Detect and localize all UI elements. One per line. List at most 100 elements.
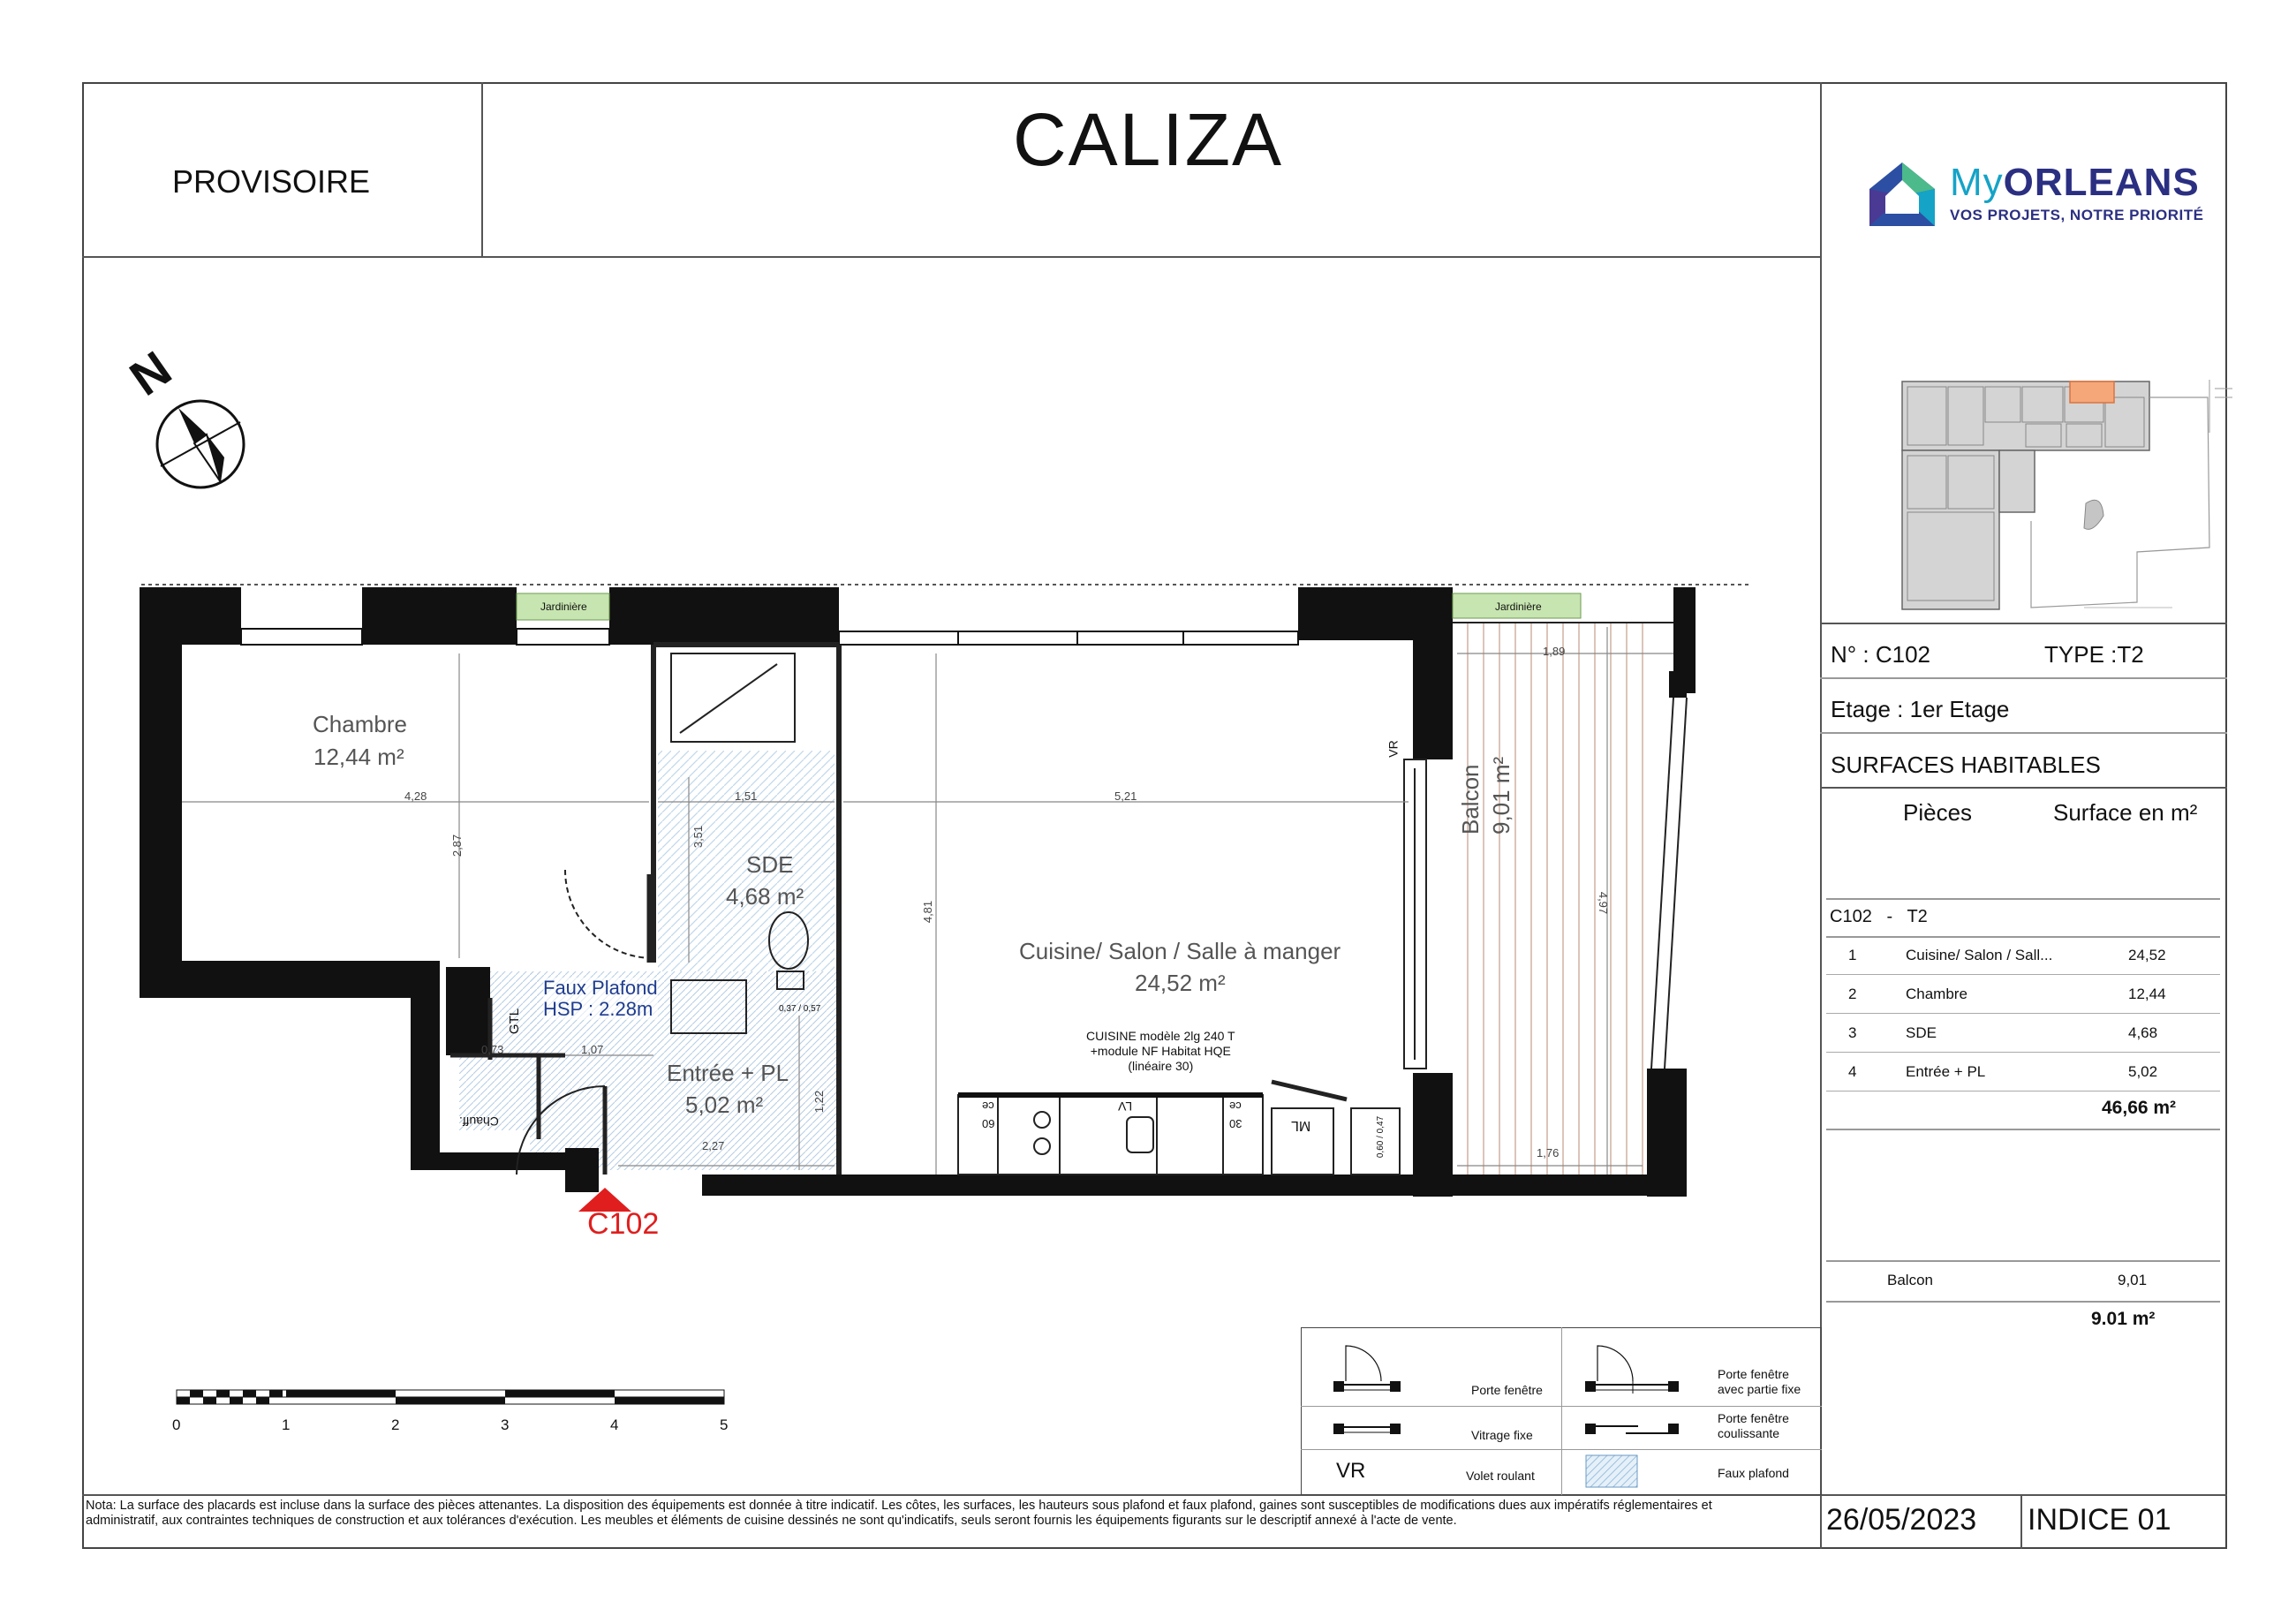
table-row: 1 Cuisine/ Salon / Sall... 24,52 [1826, 936, 2220, 975]
legend-vitrage-fixe: Vitrage fixe [1471, 1428, 1533, 1442]
wm-dims-label: 0,60 / 0,47 [1376, 1115, 1386, 1159]
room-area-balcon: 9,01 m² [1488, 756, 1514, 835]
room-name-entree: Entrée + PL [667, 1060, 789, 1086]
info-line-1 [1820, 623, 2227, 624]
row-name: SDE [1906, 1024, 1937, 1041]
room-name-chambre: Chambre [313, 711, 407, 737]
sliding-door-icon [1585, 1424, 1679, 1434]
scale-tick: 4 [610, 1416, 619, 1433]
brand-name-orleans: ORLEANS [2003, 161, 2200, 204]
scale-tick: 1 [282, 1416, 291, 1433]
surface-table: 1 Cuisine/ Salon / Sall... 24,52 2 Chamb… [1826, 936, 2220, 1091]
balcony-value: 9,01 [2118, 1272, 2148, 1288]
row-num: 1 [1848, 947, 1857, 963]
faux-plafond-line2: HSP : 2.28m [543, 998, 653, 1020]
balcony-line-top [1826, 1260, 2220, 1262]
dim-chambre-w: 4,28 [404, 789, 427, 803]
dim-chambre-h: 2,87 [450, 834, 464, 857]
row-name: Entrée + PL [1906, 1063, 1986, 1080]
legend-porte-fenetre: Porte fenêtre [1471, 1383, 1543, 1397]
fixed-glazing-icon [1333, 1424, 1401, 1434]
dim-sejour-w: 5,21 [1114, 789, 1137, 803]
footer-note: Nota: La surface des placards est inclus… [86, 1499, 1712, 1528]
kitchen-note-line3: (linéaire 30) [1128, 1059, 1194, 1073]
key-plan-highlight [2069, 381, 2115, 404]
legend-porte-fenetre-coulissante: Porte fenêtre coulissante [1718, 1411, 1789, 1440]
lot-number: N° : C102 [1831, 641, 1931, 668]
room-name-balcon: Balcon [1457, 764, 1484, 835]
brand-name-my: My [1950, 161, 2004, 204]
north-arrow-icon [155, 399, 245, 489]
dim-entree-w: 2,27 [702, 1139, 725, 1152]
col-surface-header: Surface en m² [2053, 799, 2198, 826]
dim-balcon-top: 1,89 [1543, 645, 1566, 658]
room-area-sde: 4,68 m² [726, 883, 804, 910]
legend-hdiv-1 [1301, 1406, 1822, 1407]
footer-top-line [82, 1494, 2227, 1496]
ce-label: ce [982, 1099, 994, 1113]
table-line-group [1826, 936, 2220, 938]
small-dims-label: 0,37 / 0,57 [779, 1004, 821, 1014]
balcony-total: 9.01 m² [2091, 1309, 2156, 1329]
room-name-sde: SDE [746, 851, 794, 878]
scale-tick: 5 [720, 1416, 729, 1433]
dim-entree-a: 0,73 [481, 1043, 504, 1056]
dim-balcon-bottom: 1,76 [1537, 1146, 1560, 1159]
lv-label: LV [1118, 1099, 1133, 1114]
balcony-line-bottom [1826, 1301, 2220, 1303]
legend-vr-symbol: VR [1336, 1459, 1366, 1483]
surfaces-title: SURFACES HABITABLES [1831, 752, 2101, 778]
table-row: 4 Entrée + PL 5,02 [1826, 1053, 2220, 1091]
dim-balcon-h: 4,97 [1597, 891, 1611, 915]
room-area-chambre: 12,44 m² [313, 744, 404, 770]
row-value: 4,68 [2128, 1024, 2158, 1041]
footer-index: INDICE 01 [2028, 1503, 2171, 1537]
info-line-4 [1820, 787, 2227, 789]
row-value: 12,44 [2128, 986, 2166, 1002]
row-num: 4 [1848, 1063, 1857, 1080]
room-name-sejour: Cuisine/ Salon / Salle à manger [1019, 938, 1341, 964]
project-title: CALIZA [1012, 98, 1284, 181]
jardiniere-label: Jardinière [1495, 601, 1542, 613]
scale-bar [176, 1389, 725, 1405]
key-plan [1901, 380, 2232, 610]
faux-plafond-swatch-icon [1585, 1454, 1638, 1488]
floor-plan [140, 584, 1748, 1212]
sheet-frame [82, 82, 2227, 1549]
dim-entree-b: 1,07 [581, 1043, 604, 1056]
table-line-top [1826, 898, 2220, 900]
info-line-3 [1820, 732, 2227, 734]
table-row: 3 SDE 4,68 [1826, 1014, 2220, 1053]
legend-vdiv [1561, 1327, 1562, 1495]
header-bottom-line [82, 256, 1821, 258]
room-area-sejour: 24,52 m² [1135, 970, 1226, 996]
floor-label: Etage : 1er Etage [1831, 696, 2010, 722]
scale-tick: 0 [172, 1416, 181, 1433]
ml-label: ML [1291, 1118, 1311, 1133]
faux-plafond-line1: Faux Plafond [543, 977, 658, 999]
footer-date: 26/05/2023 [1826, 1503, 1977, 1537]
thirty-label: 30 [1229, 1117, 1242, 1130]
legend-hdiv-2 [1301, 1449, 1822, 1450]
entry-arrow-icon [578, 1188, 631, 1212]
row-name: Cuisine/ Salon / Sall... [1906, 947, 2053, 963]
row-value: 5,02 [2128, 1063, 2158, 1080]
row-num: 2 [1848, 986, 1857, 1002]
scale-tick: 3 [501, 1416, 510, 1433]
brand-tagline: VOS PROJETS, NOTRE PRIORITÉ [1950, 207, 2204, 223]
brand-logo: MyORLEANS VOS PROJETS, NOTRE PRIORITÉ [1868, 161, 2203, 231]
kitchen-note-line1: CUISINE modèle 2lg 240 T [1086, 1029, 1235, 1043]
kitchen-note-line2: +module NF Habitat HQE [1090, 1044, 1231, 1058]
sixty-label: 60 [982, 1117, 995, 1130]
dim-sde-w: 1,51 [735, 789, 758, 803]
table-row: 2 Chambre 12,44 [1826, 975, 2220, 1014]
chauff-label: Chauff. [459, 1114, 499, 1129]
door-window-fixed-icon [1585, 1345, 1679, 1394]
legend-porte-fenetre-fixe: Porte fenêtre avec partie fixe [1718, 1367, 1801, 1396]
kitchen-note: CUISINE modèle 2lg 240 T +module NF Habi… [1086, 1029, 1235, 1074]
row-name: Chambre [1906, 986, 1967, 1002]
dim-entree-h: 1,22 [812, 1090, 827, 1114]
door-window-icon [1333, 1345, 1401, 1392]
gtl-label: GTL [507, 1008, 523, 1035]
legend-faux-plafond: Faux plafond [1718, 1466, 1789, 1480]
